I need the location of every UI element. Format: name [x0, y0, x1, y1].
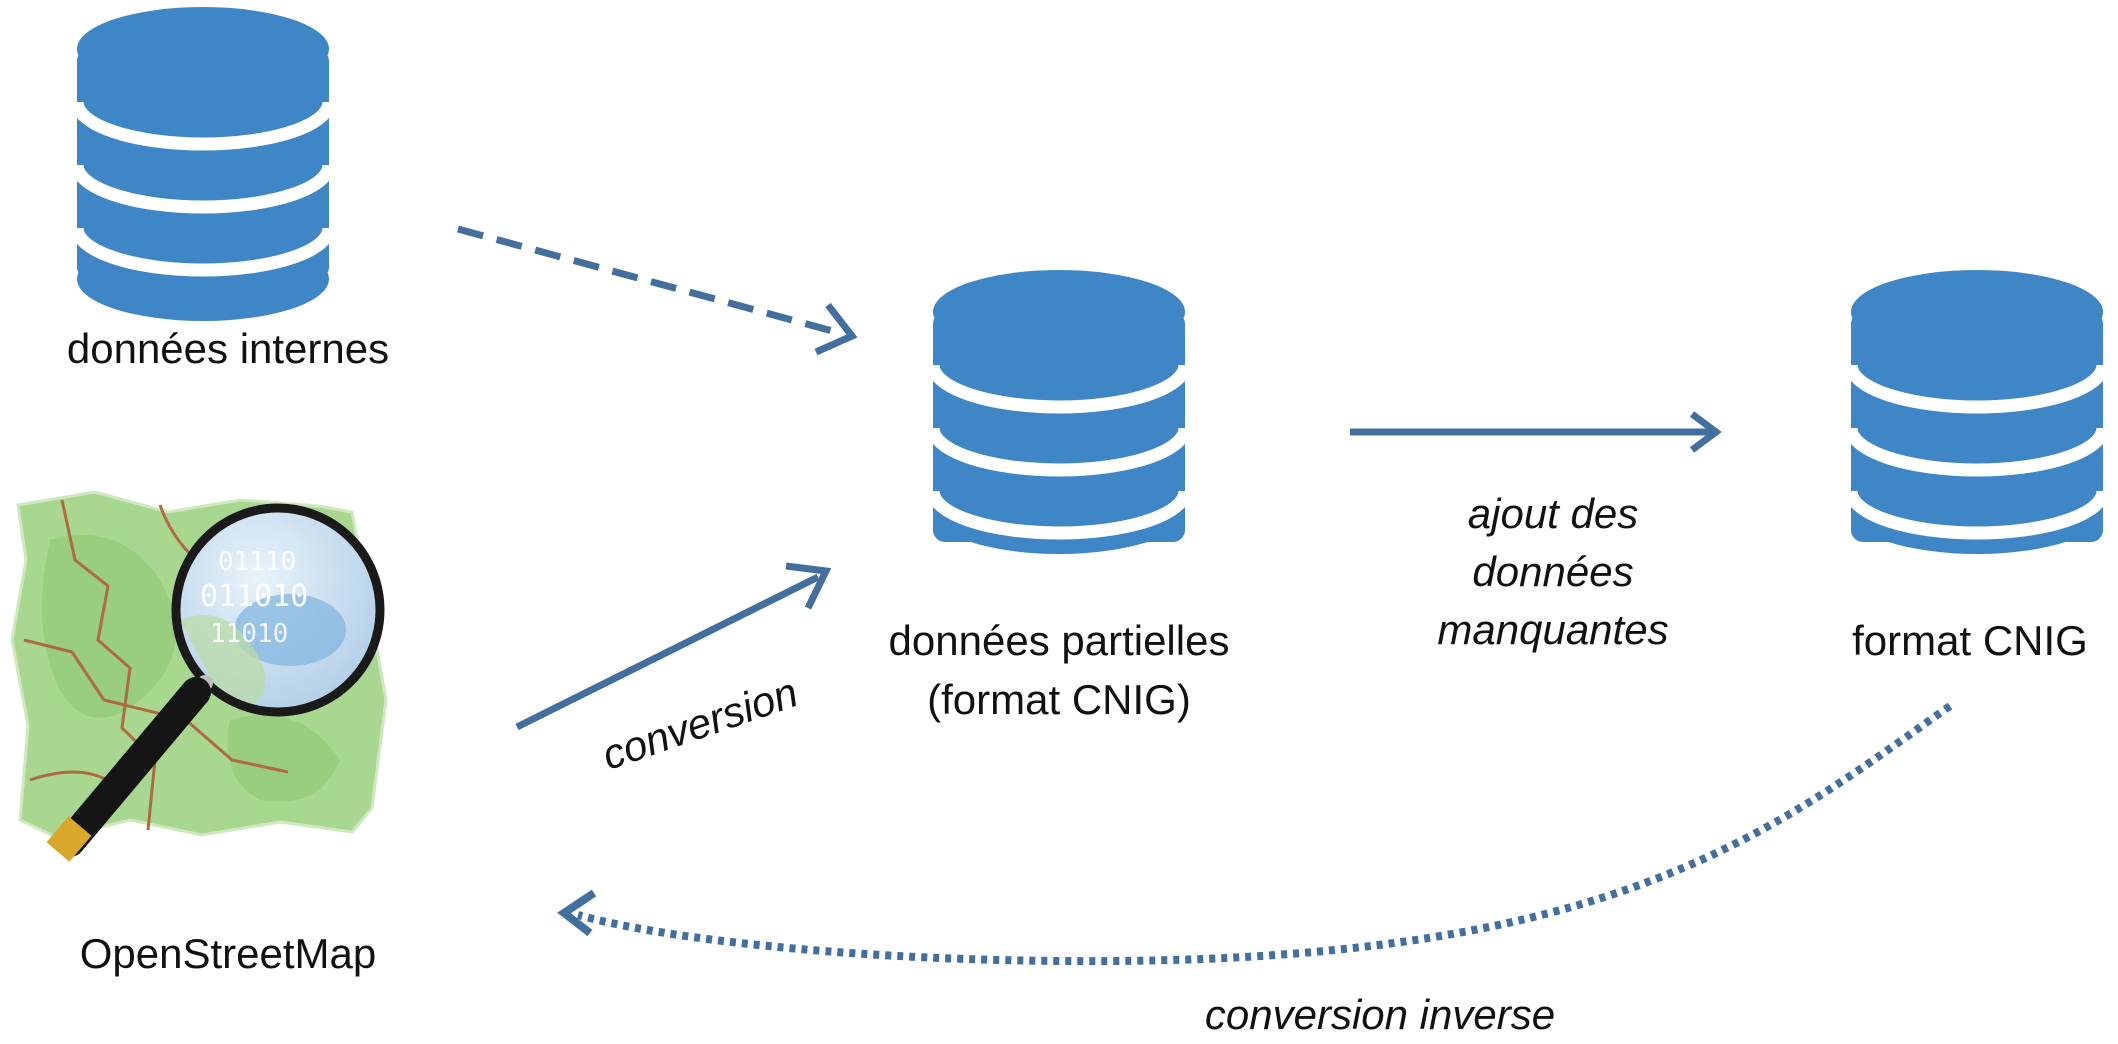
node-label-partial-line1: données partielles — [888, 617, 1230, 664]
edge-osm-to-partial — [515, 562, 832, 731]
node-label-osm: OpenStreetMap — [79, 930, 377, 977]
edge-label-ajout-line1: ajout des — [1467, 490, 1639, 537]
edge-label-conversion-inverse: conversion inverse — [1204, 991, 1556, 1038]
svg-text:011010: 011010 — [200, 579, 308, 614]
edge-label-ajout-line3: manquantes — [1437, 606, 1669, 653]
svg-text:01110: 01110 — [218, 547, 296, 577]
node-label-internal: données internes — [66, 325, 390, 372]
edge-partial-to-cnig — [1350, 411, 1722, 453]
database-icon-internal — [70, 7, 336, 321]
openstreetmap-logo: 01110 011010 11010 — [10, 490, 388, 862]
edge-cnig-to-osm — [557, 702, 1953, 966]
database-icon-cnig — [1844, 270, 2110, 554]
database-icon-partial — [926, 270, 1192, 554]
node-label-cnig: format CNIG — [1852, 617, 2088, 664]
edge-internal-to-partial — [457, 225, 858, 356]
edge-label-ajout-line2: données — [1472, 548, 1634, 595]
svg-text:11010: 11010 — [210, 619, 288, 649]
node-label-partial-line2: (format CNIG) — [927, 676, 1191, 723]
